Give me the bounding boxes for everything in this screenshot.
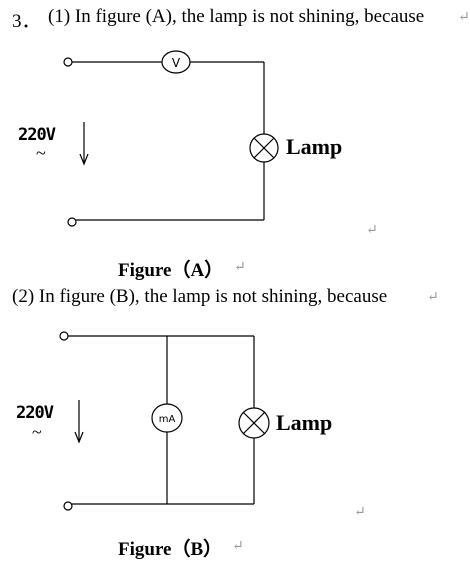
- question-number: 3．: [12, 11, 41, 32]
- paragraph-mark: ↵: [354, 505, 366, 520]
- terminal-bottom-a: [67, 217, 77, 227]
- figure-a-caption: Figure（A）: [118, 260, 224, 281]
- voltage-label-a: 220V: [18, 125, 56, 145]
- voltmeter-symbol: V: [172, 56, 181, 70]
- paragraph-mark: ↵: [234, 260, 246, 275]
- lamp-label-b: Lamp: [276, 410, 333, 435]
- terminal-bottom-b: [63, 501, 73, 511]
- question-1-text: (1) In figure (A), the lamp is not shini…: [48, 6, 425, 27]
- paragraph-mark: ↵: [458, 10, 470, 25]
- figure-b-caption: Figure（B）: [118, 539, 223, 560]
- question-2-text: (2) In figure (B), the lamp is not shini…: [12, 286, 388, 307]
- voltage-label-b: 220V: [16, 403, 54, 423]
- ac-symbol-a: ~: [36, 143, 46, 163]
- milliammeter-symbol: mA: [159, 414, 176, 425]
- lamp-label-a: Lamp: [286, 134, 343, 159]
- paragraph-mark: ↵: [427, 290, 439, 305]
- circuit-figure-b: [59, 331, 270, 511]
- paragraph-mark: ↵: [366, 223, 378, 238]
- paragraph-mark: ↵: [232, 539, 244, 554]
- terminal-top-a: [63, 57, 73, 67]
- terminal-top-b: [59, 331, 69, 341]
- ac-symbol-b: ~: [32, 422, 42, 442]
